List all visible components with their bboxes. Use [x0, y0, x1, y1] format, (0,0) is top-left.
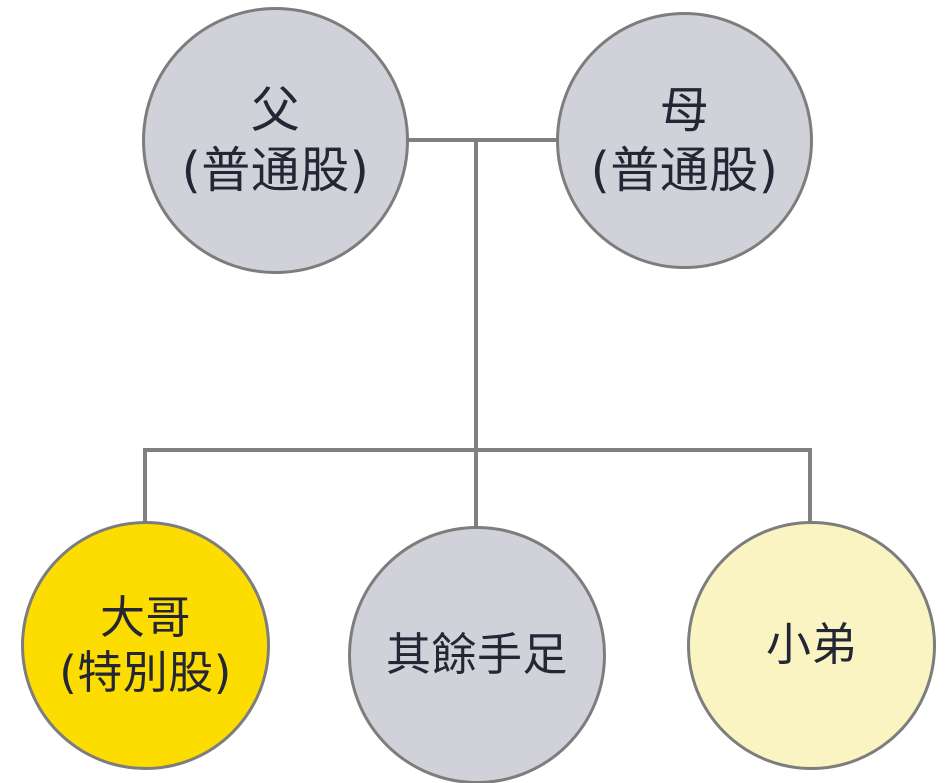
node-father[interactable]: 父 (普通股) — [142, 7, 409, 274]
node-eldest-label-primary: 大哥 — [99, 590, 191, 644]
node-eldest-label-secondary: (特別股) — [59, 645, 232, 699]
node-siblings-label-primary: 其餘手足 — [385, 627, 568, 681]
node-youngest-brother[interactable]: 小弟 — [687, 521, 936, 770]
node-mother[interactable]: 母 (普通股) — [556, 12, 813, 269]
node-other-siblings[interactable]: 其餘手足 — [348, 526, 606, 783]
node-mother-label-primary: 母 — [659, 81, 710, 139]
node-father-label-secondary: (普通股) — [181, 141, 370, 199]
node-mother-label-secondary: (普通股) — [590, 141, 779, 199]
node-youngest-label-primary: 小弟 — [765, 618, 857, 672]
node-eldest-brother[interactable]: 大哥 (特別股) — [21, 521, 270, 770]
node-father-label-primary: 父 — [250, 81, 301, 139]
